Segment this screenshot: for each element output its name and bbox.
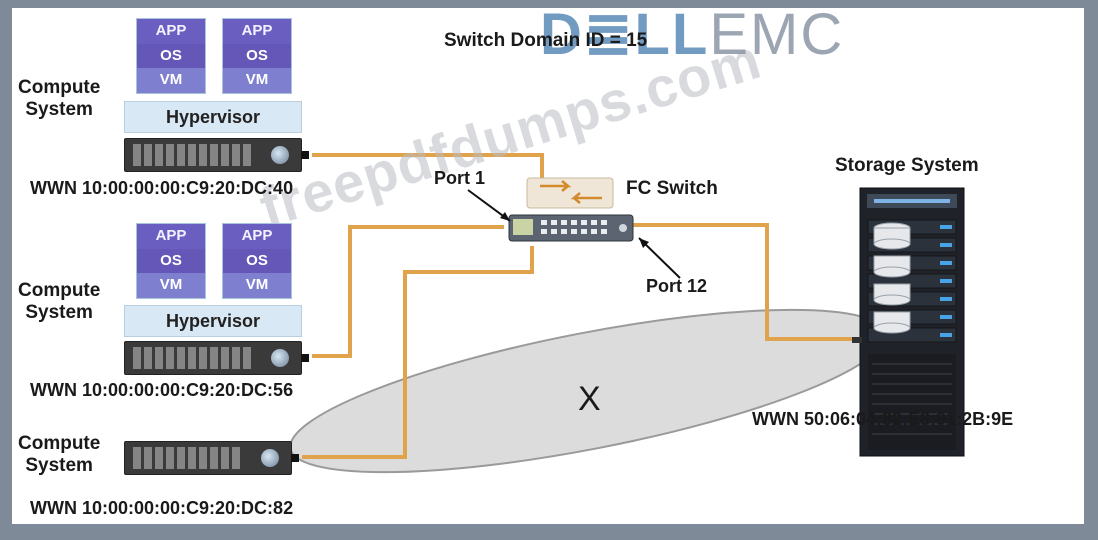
hypervisor-2: Hypervisor [124,305,302,337]
fc-switch [508,177,634,242]
cable-cs1-switch [312,153,544,182]
compute-system-3-label: Compute System [18,433,101,476]
zone-label: X [578,380,601,418]
cables [302,153,870,459]
cable-cs3-switch [302,246,534,459]
diagram-canvas: freepdfdumps.com D≣LLEMC Switch Domain I… [12,2,1084,524]
diagram-graphics [289,153,965,474]
fc-switch-label: FC Switch [626,178,718,199]
storage-system-wwn: WWN 50:06:04:82:E8:91:2B:9E [752,409,1014,429]
storage-cabinet [852,187,965,457]
server-2 [124,341,309,375]
port1-label: Port 1 [434,168,486,188]
hypervisor-1: Hypervisor [124,101,302,133]
cable-switch-storage [632,223,870,341]
server-1 [124,138,309,172]
port12-label: Port 12 [646,276,708,296]
dell-emc-logo: D≣LLEMC [540,2,845,67]
switch-domain-label: Switch Domain ID = 15 [444,30,648,51]
compute-system-1-label: Compute System [18,77,101,120]
server-3 [124,441,299,475]
compute-system-3-wwn: WWN 10:00:00:00:C9:20:DC:82 [30,498,294,518]
storage-system-label: Storage System [835,155,979,176]
compute-system-1-wwn: WWN 10:00:00:00:C9:20:DC:40 [30,178,294,198]
compute-system-2-wwn: WWN 10:00:00:00:C9:20:DC:56 [30,380,294,400]
cable-cs2-switch [312,225,504,358]
compute-system-2-label: Compute System [18,280,101,323]
